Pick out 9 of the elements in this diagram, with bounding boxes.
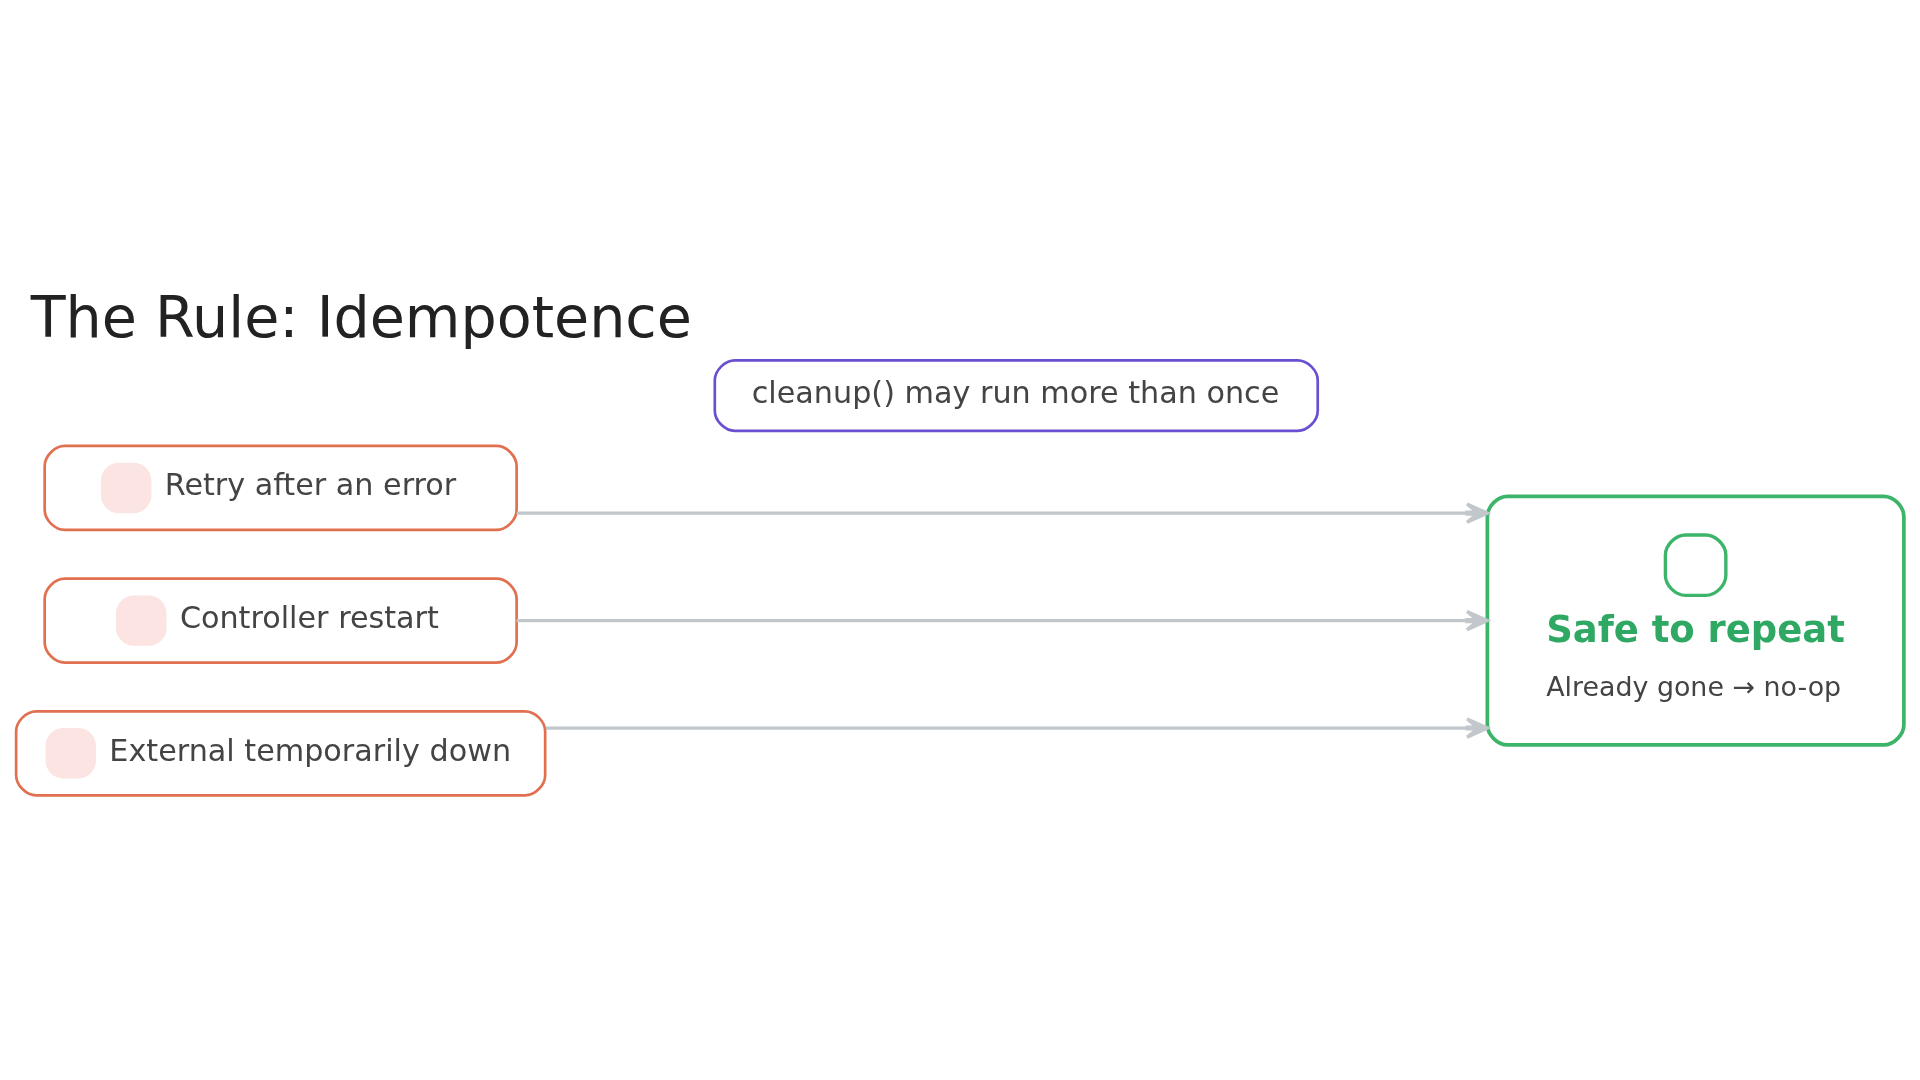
node-box: Retry after an error — [43, 444, 518, 532]
arrow — [516, 609, 1489, 632]
node-box: Controller restart — [43, 577, 518, 664]
arrow — [516, 502, 1489, 524]
node-box: External temporarily down — [14, 709, 547, 797]
arrow — [545, 717, 1489, 739]
node-box: cleanup() may run more than once — [713, 358, 1320, 433]
node-box: Safe to repeat Already gone → no-op — [1485, 494, 1906, 747]
diagram-title: The Rule: Idempotence — [30, 284, 692, 351]
